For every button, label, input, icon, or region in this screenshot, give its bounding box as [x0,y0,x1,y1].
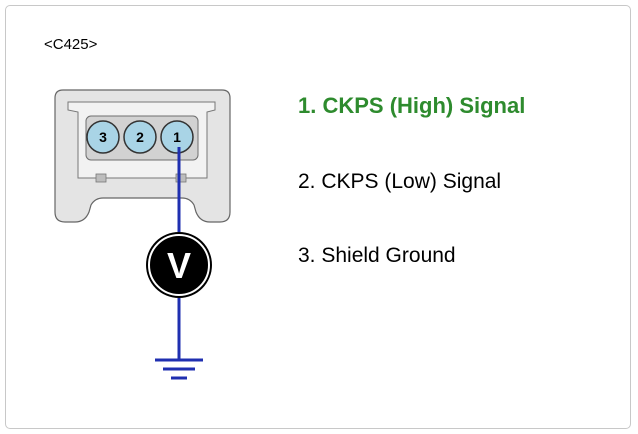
pin-3-number: 3 [99,129,107,145]
connector-housing [54,89,231,223]
legend-item-shield-ground: 3. Shield Ground [298,244,456,267]
connector-id-label: <C425> [44,36,98,53]
pin-2-number: 2 [136,129,144,145]
pin-1-number: 1 [173,129,181,145]
diagram-frame [5,5,631,429]
legend-item-ckps-low: 2. CKPS (Low) Signal [298,170,502,193]
connector-pin-3: 3 [86,120,120,154]
legend-item-ckps-high: 1. CKPS (High) Signal [298,93,526,118]
connector-pin-2: 2 [123,120,157,154]
ground-symbol-icon [155,358,203,380]
voltmeter-letter: V [167,245,191,286]
voltmeter-icon: V [146,232,212,298]
connector-pin-1: 1 [160,120,194,154]
